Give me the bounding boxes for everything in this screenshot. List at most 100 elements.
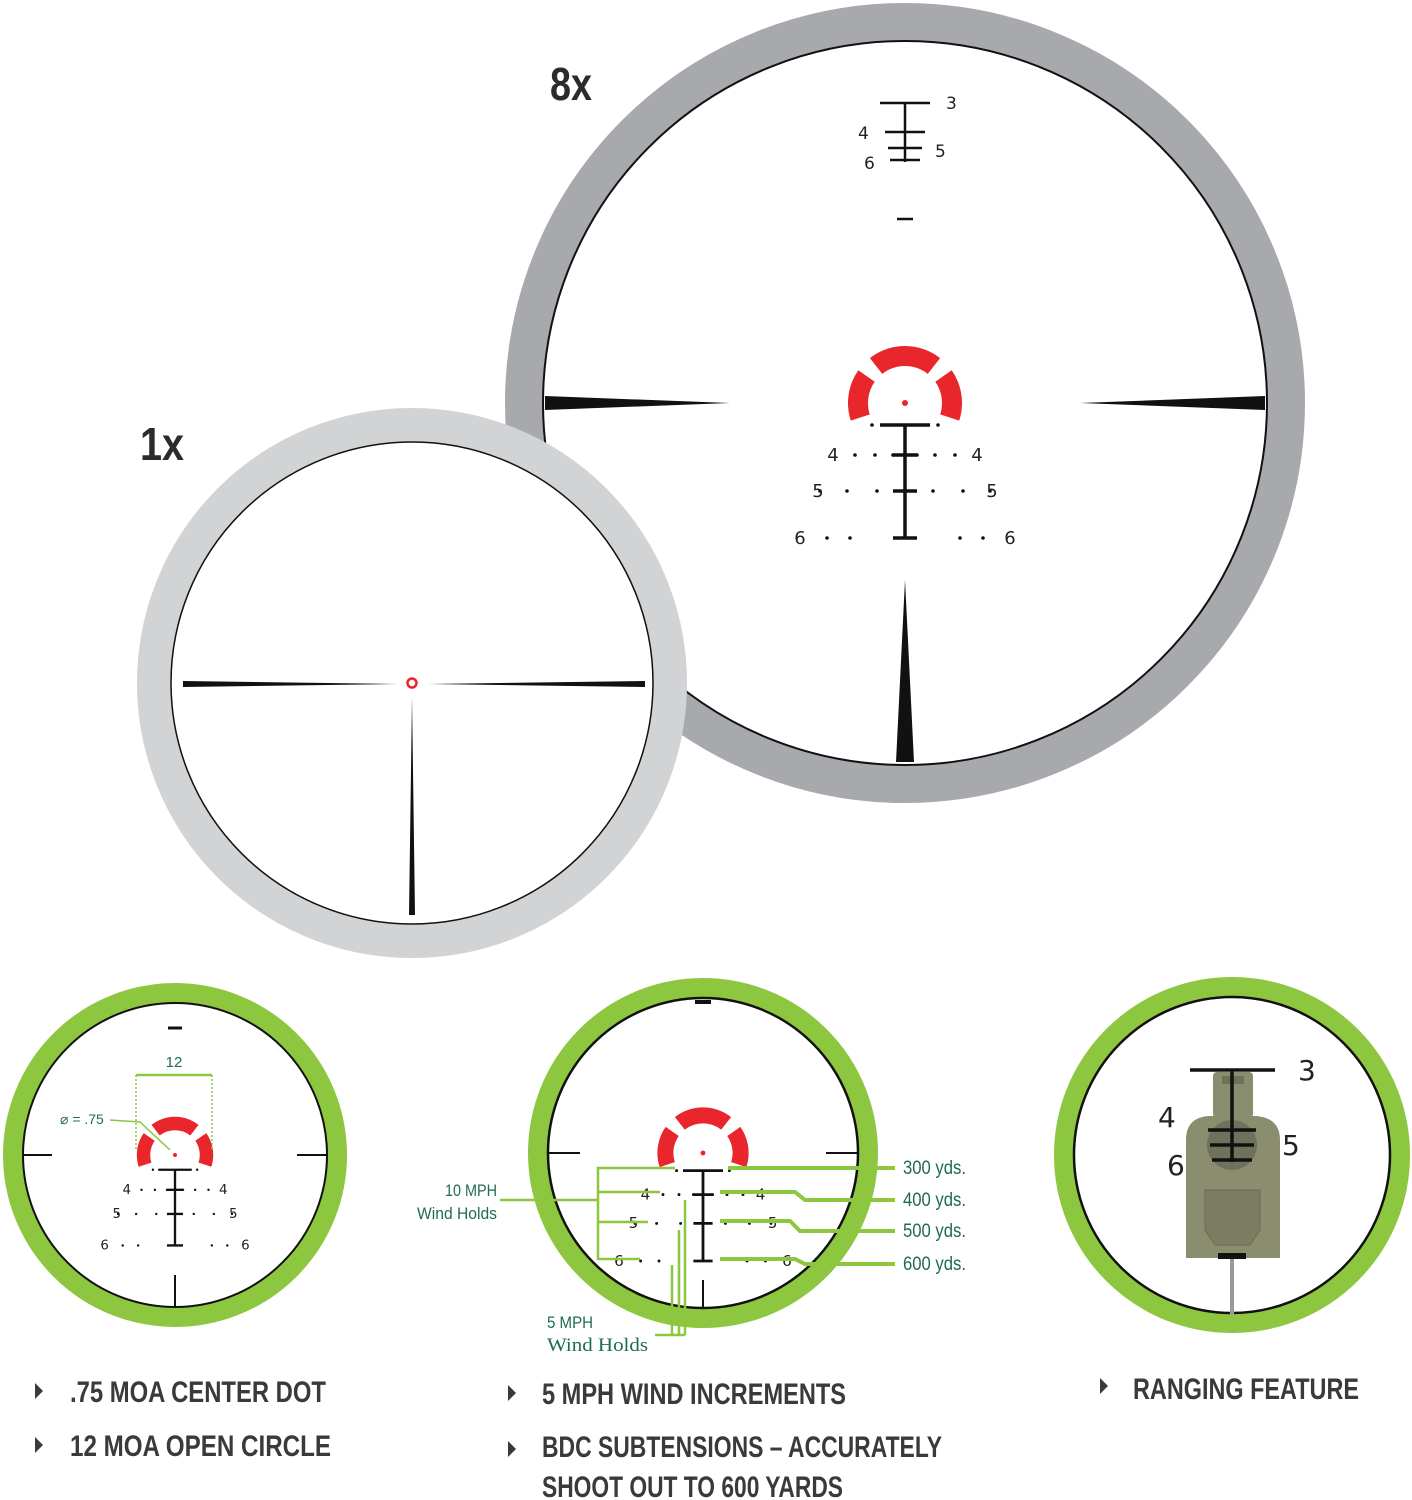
- wind-hold-dot: [818, 489, 822, 493]
- five-mph-label-line2: Wind Holds: [547, 1335, 648, 1356]
- target-silhouette-icon: [1186, 1072, 1280, 1259]
- center-dot-diameter-label: ⌀ = .75: [60, 1111, 104, 1127]
- bdc-label-6: 6: [794, 528, 805, 549]
- red-circle-left-arc: [657, 1126, 679, 1168]
- feature-open-circle: 12 MOA OPEN CIRCLE: [70, 1430, 331, 1463]
- bdc-label-6: 6: [614, 1252, 624, 1270]
- bdc-label-5: 5: [812, 481, 823, 502]
- magnification-label-8x: 8x: [550, 58, 592, 110]
- wind-hold-dot: [657, 1259, 661, 1263]
- red-circle-right-arc: [195, 1133, 214, 1167]
- wind-hold-dot: [933, 453, 937, 457]
- feature-bdc-line2: SHOOT OUT TO 600 YARDS: [542, 1471, 843, 1500]
- wind-hold-dot: [151, 1168, 155, 1171]
- range-label-300: 300 yds.: [903, 1158, 966, 1179]
- bdc-label-4: 4: [641, 1185, 651, 1203]
- annotation-leaders: [500, 1166, 895, 1337]
- right-post: [1080, 396, 1265, 410]
- bdc-label-4: 4: [827, 445, 838, 466]
- wind-hold-dot: [116, 1212, 120, 1216]
- wind-hold-dot: [875, 489, 879, 493]
- bdc-label-5: 5: [229, 1207, 238, 1222]
- wind-hold-dot: [165, 1188, 169, 1192]
- ladder-label-6: 6: [864, 154, 875, 174]
- center-dot: [902, 400, 908, 406]
- range-label-600: 600 yds.: [903, 1254, 966, 1275]
- wind-hold-dot: [207, 1188, 210, 1192]
- bdc-label-4: 4: [219, 1183, 228, 1198]
- ladder-label-4: 4: [858, 124, 869, 144]
- ranging-panel: 3 4 5 6: [1054, 977, 1410, 1333]
- feature-list: .75 MOA CENTER DOT 12 MOA OPEN CIRCLE 5 …: [35, 1373, 1359, 1500]
- center-dot: [172, 1152, 178, 1158]
- feature-center-dot: .75 MOA CENTER DOT: [70, 1376, 326, 1409]
- bdc-label-5: 5: [112, 1207, 121, 1222]
- wind-hold-dot: [711, 1193, 715, 1197]
- ranging-label-3: 3: [1298, 1054, 1316, 1087]
- left-post-1x: [183, 681, 398, 687]
- red-circle-top-arc: [151, 1116, 199, 1136]
- wind-hold-dot: [153, 1188, 157, 1192]
- wind-hold-dot: [195, 1168, 199, 1171]
- wind-hold-dot: [848, 536, 852, 540]
- ladder-label-3: 3: [946, 94, 957, 114]
- wind-hold-dot: [691, 1193, 695, 1197]
- bottom-post-1x: [409, 697, 415, 915]
- wind-hold-dot: [936, 423, 940, 427]
- wind-hold-dot: [134, 1212, 138, 1216]
- wind-hold-dot: [226, 1244, 229, 1247]
- wind-hold-dot: [121, 1244, 124, 1247]
- scope-1x: [137, 408, 687, 958]
- scope-ring-8x: [505, 3, 1305, 803]
- five-mph-label-line1: 5 MPH: [547, 1313, 593, 1332]
- range-label-400: 400 yds.: [903, 1190, 966, 1211]
- red-circle-left-arc: [848, 370, 875, 421]
- ladder-label-5: 5: [935, 142, 946, 162]
- feature-wind-increments: 5 MPH WIND INCREMENTS: [542, 1378, 846, 1411]
- range-label-500: 500 yds.: [903, 1221, 966, 1242]
- red-circle-right-arc: [935, 370, 962, 421]
- red-circle-right-arc: [727, 1126, 749, 1168]
- top-ranging-ladder: [880, 101, 930, 221]
- wind-hold-dot: [873, 453, 877, 457]
- scope-view-1x: [170, 441, 654, 925]
- bullet-arrow-icon: [508, 1385, 516, 1401]
- red-circle-1x: [406, 677, 418, 689]
- red-circle-top-arc: [869, 346, 941, 374]
- wind-hold-dot: [853, 453, 857, 457]
- wind-hold-dot: [981, 536, 985, 540]
- feature-ranging: RANGING FEATURE: [1133, 1373, 1359, 1406]
- bdc-label-6: 6: [100, 1238, 109, 1253]
- bdc-label-4: 4: [971, 445, 982, 466]
- ranging-label-5: 5: [1282, 1129, 1300, 1162]
- wind-hold-dot: [192, 1212, 195, 1216]
- dimension-12-moa: [109, 1073, 213, 1151]
- ranging-label-6: 6: [1167, 1149, 1185, 1182]
- wind-hold-dot: [181, 1188, 185, 1192]
- right-post-1x: [428, 681, 645, 687]
- bdc-label-6: 6: [1004, 528, 1015, 549]
- wind-hold-dot: [210, 1244, 214, 1247]
- bullet-arrow-icon: [1100, 1378, 1108, 1394]
- wind-hold-dot: [958, 536, 962, 540]
- wind-hold-dot: [230, 1212, 234, 1216]
- wind-hold-dot: [212, 1212, 216, 1216]
- bdc-label-5: 5: [986, 481, 997, 502]
- magnification-label-1x: 1x: [140, 418, 184, 470]
- wind-hold-dot: [953, 453, 957, 457]
- wind-hold-dot: [845, 489, 849, 493]
- red-circle-top-arc: [674, 1107, 732, 1130]
- bottom-post: [896, 580, 914, 762]
- wind-hold-dot: [891, 453, 895, 457]
- bullet-arrow-icon: [508, 1441, 516, 1457]
- bullet-arrow-icon: [35, 1383, 43, 1399]
- bdc-label-4: 4: [122, 1183, 131, 1198]
- wind-hold-dot: [193, 1188, 197, 1192]
- red-circle-left-arc: [136, 1133, 155, 1167]
